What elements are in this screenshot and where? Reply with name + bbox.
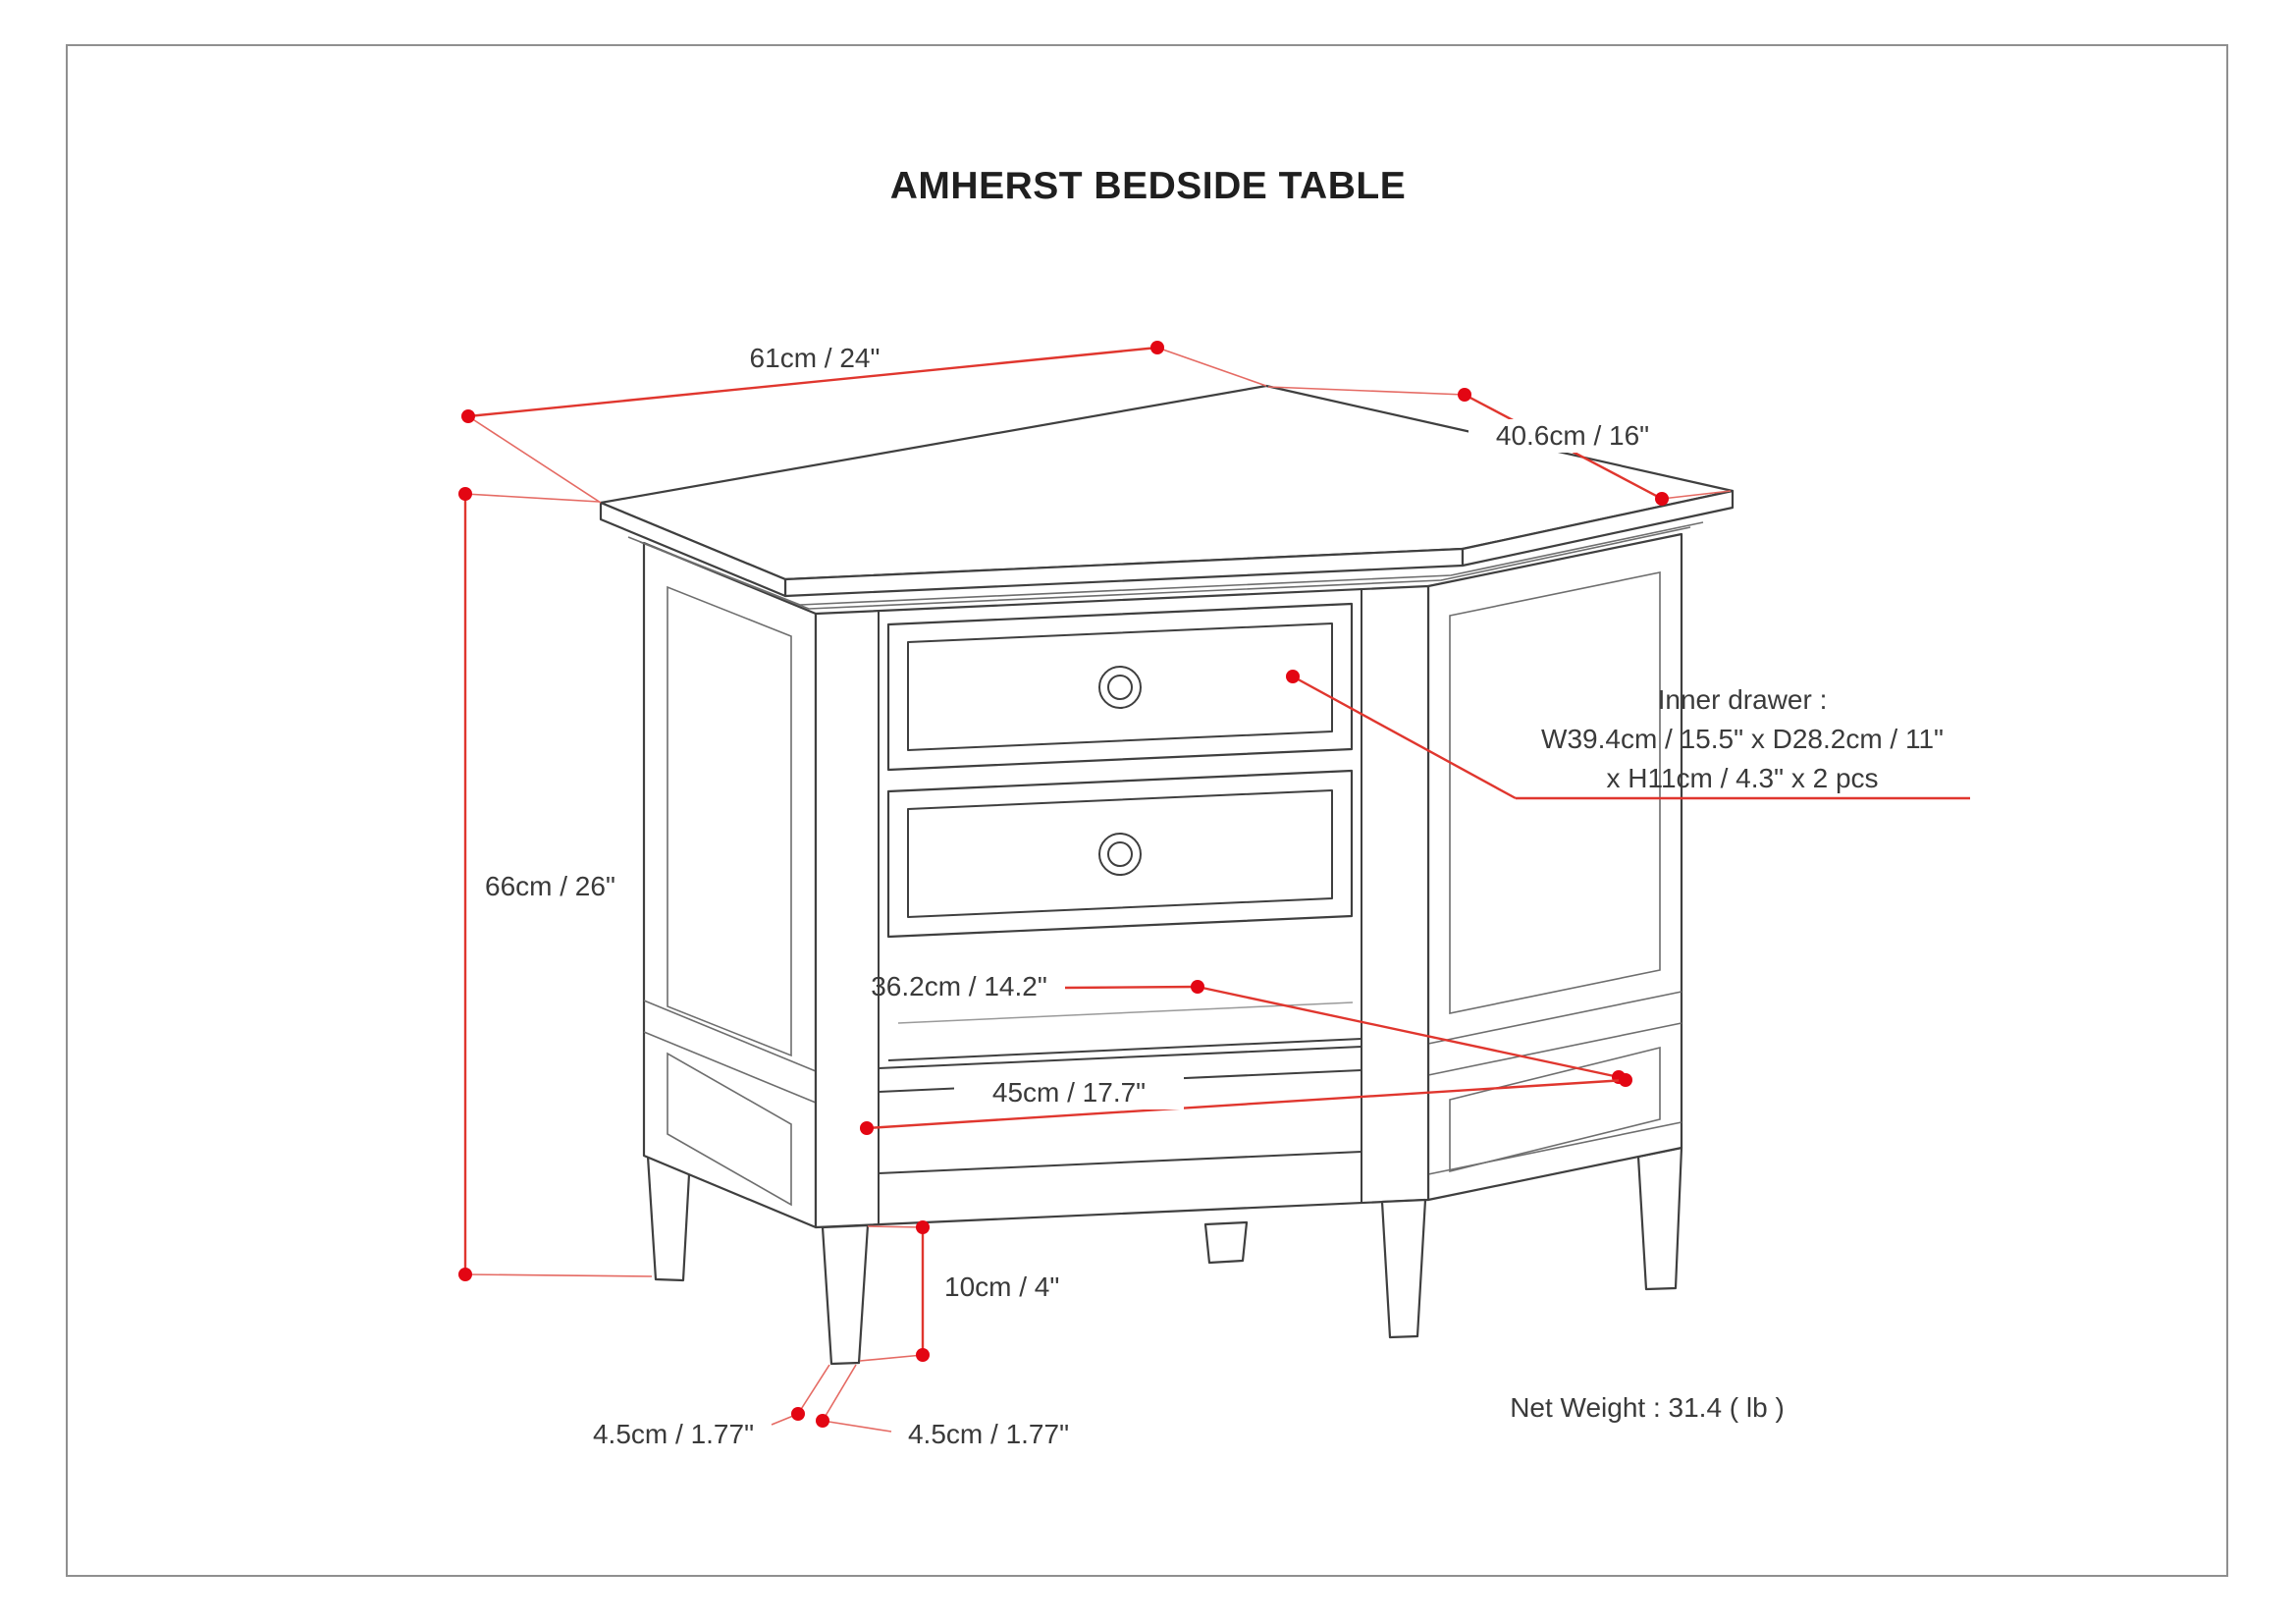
bedside-table-drawing (599, 384, 1735, 1366)
drawer-1-pull-inner (1107, 675, 1133, 700)
drawer-1-pull-ring (1098, 666, 1142, 709)
net-weight-label: Net Weight : 31.4 ( lb ) (1510, 1392, 1785, 1423)
left-side-lower-panel (667, 1052, 792, 1207)
rear-right-leg (1636, 1146, 1683, 1291)
left-side-recessed-panel (667, 585, 792, 1057)
shelf-surface-line (887, 1038, 1362, 1061)
right-side-panel (1426, 532, 1683, 1202)
front-right-leg (1380, 1198, 1427, 1339)
leg-height-label: 10cm / 4" (944, 1271, 1059, 1302)
dimension-leg-height: 10cm / 4" (859, 1220, 1059, 1362)
dimension-dot (1150, 341, 1164, 354)
drawer-2-bevel (907, 789, 1333, 918)
right-side-recessed-panel (1449, 571, 1661, 1014)
shelf-depth-label: 36.2cm / 14.2" (871, 971, 1047, 1001)
rear-left-leg (646, 1155, 691, 1282)
dimension-dot (860, 1121, 874, 1135)
drawer-1 (886, 602, 1354, 772)
dimension-leg-section: 4.5cm / 1.77" 4.5cm / 1.77" (593, 1364, 1069, 1449)
dimension-height: 66cm / 26" (458, 487, 653, 1281)
tabletop-surface (599, 384, 1735, 581)
tabletop-right-band (1461, 489, 1735, 568)
tabletop-left-band (599, 501, 787, 598)
dimension-dot (816, 1414, 829, 1428)
drawer-2-pull-inner (1107, 841, 1133, 867)
depth-label-bg (1468, 419, 1677, 453)
dimension-width: 61cm / 24" (461, 341, 1267, 504)
crown-molding-step-2 (639, 526, 1691, 610)
dimension-dot (1655, 492, 1669, 506)
shelf-width-label-bg (954, 1076, 1184, 1109)
inner-drawer-line2: W39.4cm / 15.5" x D28.2cm / 11" (1541, 724, 1944, 754)
drawer-1-bevel (907, 622, 1333, 751)
dimension-dot (791, 1407, 805, 1421)
dimension-dot (1458, 388, 1471, 402)
compartment-back-line (897, 1001, 1354, 1024)
diagram-title: AMHERST BEDSIDE TABLE (889, 165, 1407, 207)
dimension-dot (916, 1220, 930, 1234)
dimension-dot (1191, 980, 1204, 994)
left-side-panel (642, 541, 818, 1229)
shelf-front-top (878, 1046, 1362, 1069)
drawer-2 (886, 769, 1354, 939)
dimension-depth: 40.6cm / 16" (1267, 386, 1732, 506)
dimension-dot (1286, 670, 1300, 683)
height-label: 66cm / 26" (485, 871, 615, 901)
inner-drawer-callout: Inner drawer : W39.4cm / 15.5" x D28.2cm… (1286, 670, 1970, 800)
dimension-dot (1619, 1073, 1632, 1087)
shelf-width-label: 45cm / 17.7" (992, 1077, 1146, 1108)
right-side-lower-panel (1449, 1046, 1661, 1173)
dimension-dot (461, 409, 475, 423)
dimension-dot (916, 1348, 930, 1362)
depth-label: 40.6cm / 16" (1496, 420, 1649, 451)
leg-side-a-label: 4.5cm / 1.77" (593, 1419, 754, 1449)
dimension-shelf-width: 45cm / 17.7" (860, 1073, 1632, 1135)
bottom-rail-top (878, 1151, 1362, 1174)
front-left-leg (821, 1223, 870, 1366)
dimension-shelf-depth: 36.2cm / 14.2" (871, 971, 1626, 1084)
drawer-2-pull-ring (1098, 833, 1142, 876)
back-leg-glimpse (1203, 1220, 1249, 1265)
dimension-dot (458, 1268, 472, 1281)
inner-drawer-line3: x H11cm / 4.3" x 2 pcs (1606, 763, 1878, 793)
inner-drawer-line1: Inner drawer : (1658, 684, 1828, 715)
leg-side-b-label: 4.5cm / 1.77" (908, 1419, 1069, 1449)
width-label: 61cm / 24" (750, 343, 881, 373)
dimension-dot (458, 487, 472, 501)
